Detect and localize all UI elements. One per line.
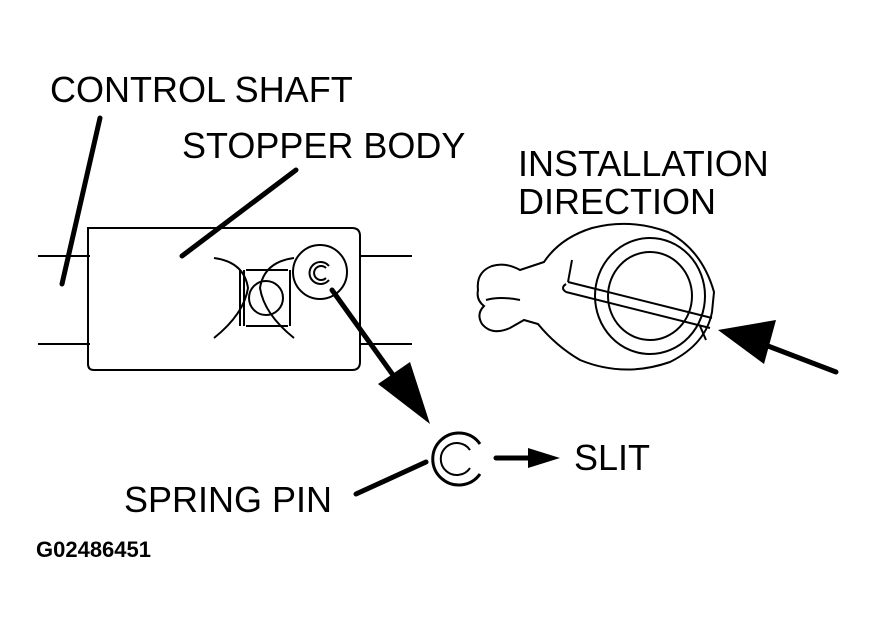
installation-direction-arrow-icon (718, 320, 839, 375)
pin-removal-arrow-icon (329, 287, 430, 424)
installed-spring-pin-icon (308, 261, 330, 285)
stopper-body (87, 227, 361, 371)
figure-id-label: G02486451 (36, 537, 151, 562)
spring-pin-label: SPRING PIN (124, 479, 332, 520)
stopper-body-leader (179, 167, 299, 259)
control-shaft-leader (59, 115, 103, 287)
control-shaft-label: CONTROL SHAFT (50, 69, 353, 110)
spring-pin-icon (431, 431, 482, 487)
slit-label: SLIT (574, 437, 650, 478)
slit-arrow-icon (493, 448, 560, 468)
installation-view (476, 222, 716, 371)
stopper-body-label: STOPPER BODY (182, 125, 465, 166)
installation-direction-label-line1: INSTALLATION (518, 143, 769, 184)
control-shaft (38, 255, 412, 345)
spring-pin-leader (353, 459, 429, 497)
installation-direction-label-line2: DIRECTION (518, 181, 716, 222)
